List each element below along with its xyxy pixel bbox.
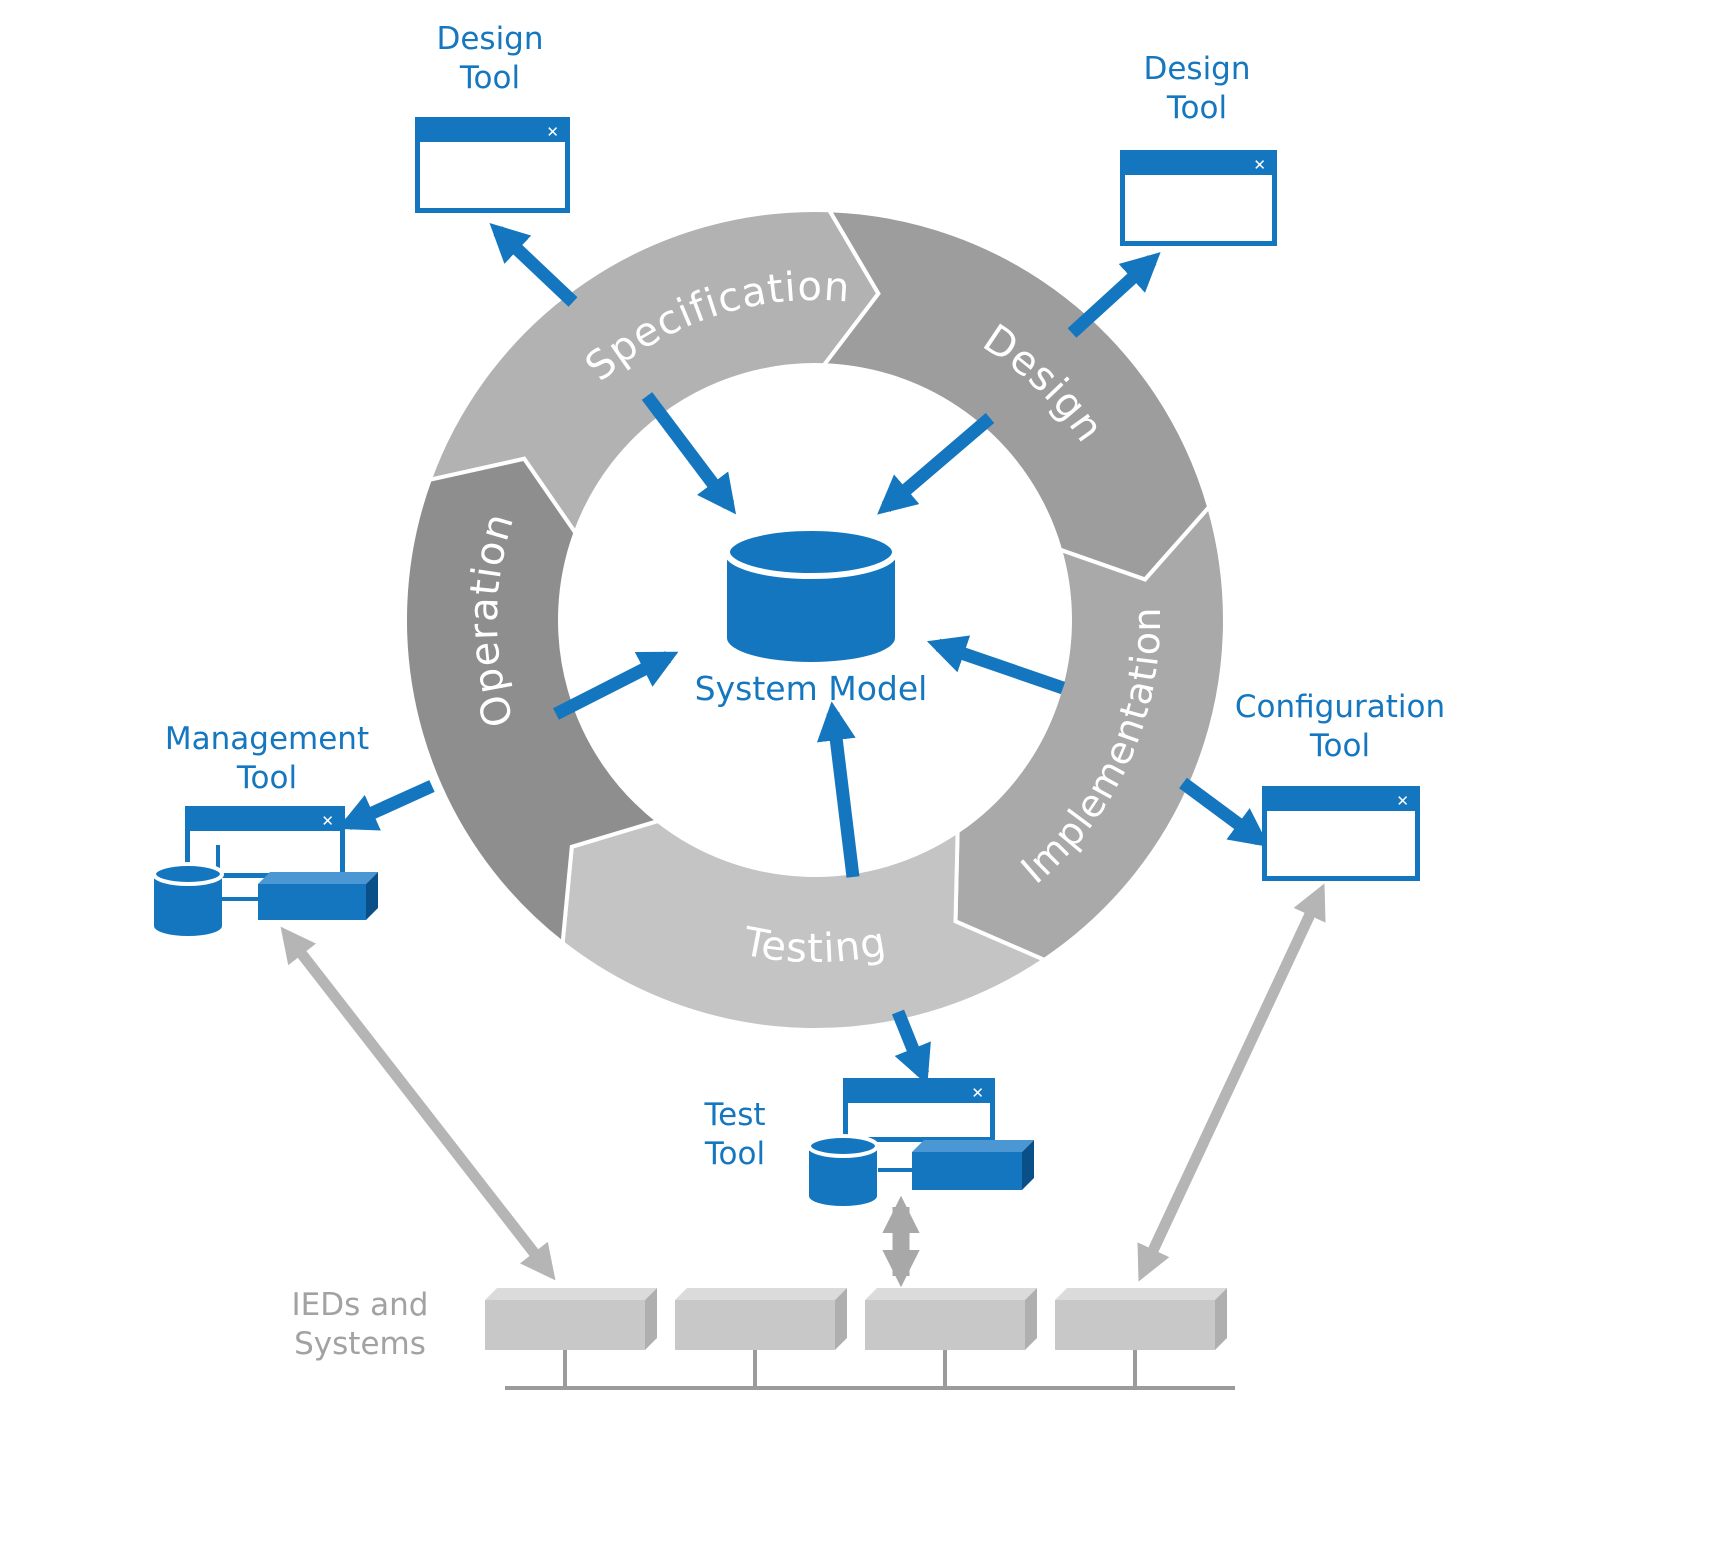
design-tool-left-label: Design Tool — [436, 21, 544, 96]
arrow-operation-to-management-tool — [337, 780, 435, 831]
arrow-testing-to-model — [816, 701, 860, 878]
window-titlebar: ✕ — [1267, 791, 1415, 811]
window-titlebar: ✕ — [1125, 155, 1272, 175]
system-model-label: System Model — [694, 669, 928, 708]
arrow-testing-to-test-tool — [891, 1009, 931, 1085]
window-titlebar: ✕ — [848, 1083, 990, 1103]
design-tool-right-window: ✕ — [1120, 150, 1277, 246]
device-box-icon — [912, 1140, 1034, 1190]
ied-box-3 — [865, 1288, 1037, 1350]
system-model-database-icon — [724, 525, 898, 662]
arrow-configuration-tool-to-ieds — [1137, 883, 1326, 1282]
database-icon — [807, 1134, 879, 1206]
svg-text:Testing: Testing — [739, 919, 890, 972]
close-icon: ✕ — [1396, 792, 1409, 810]
close-icon: ✕ — [546, 123, 559, 141]
design-tool-left-window: ✕ — [415, 117, 570, 213]
configuration-tool-label: Configuration Tool — [1234, 689, 1446, 764]
window-titlebar: ✕ — [420, 122, 565, 142]
database-icon — [152, 862, 224, 936]
ied-box-4 — [1055, 1288, 1227, 1350]
ied-box-2 — [675, 1288, 847, 1350]
arrow-specification-to-design-tool — [489, 222, 578, 307]
arrow-management-tool-to-ieds — [280, 926, 556, 1281]
arrow-specification-to-model — [641, 392, 737, 515]
management-tool-icon-group — [152, 845, 378, 936]
close-icon: ✕ — [321, 812, 334, 830]
window-titlebar: ✕ — [190, 811, 340, 831]
arrow-implementation-to-model — [926, 635, 1066, 695]
ring-segment-operation — [403, 456, 663, 947]
test-tool-window: ✕ — [843, 1078, 995, 1142]
network-bus-line — [505, 1350, 1235, 1390]
ring-label-testing: Testing — [739, 919, 889, 972]
test-tool-label: Test Tool — [704, 1097, 766, 1172]
ied-box-1 — [485, 1288, 657, 1350]
close-icon: ✕ — [1253, 156, 1266, 174]
device-box-icon — [258, 872, 378, 920]
ieds-and-systems-label: IEDs and Systems — [291, 1287, 429, 1362]
arrow-design-to-design-tool — [1067, 252, 1161, 338]
test-tool-icon-group — [807, 1134, 1034, 1206]
management-tool-label: Management Tool — [164, 721, 370, 796]
design-tool-right-label: Design Tool — [1143, 51, 1251, 126]
arrow-operation-to-model — [553, 651, 679, 720]
arrow-design-to-model — [877, 413, 995, 515]
close-icon: ✕ — [971, 1084, 984, 1102]
arrow-implementation-to-configuration-tool — [1179, 777, 1270, 847]
